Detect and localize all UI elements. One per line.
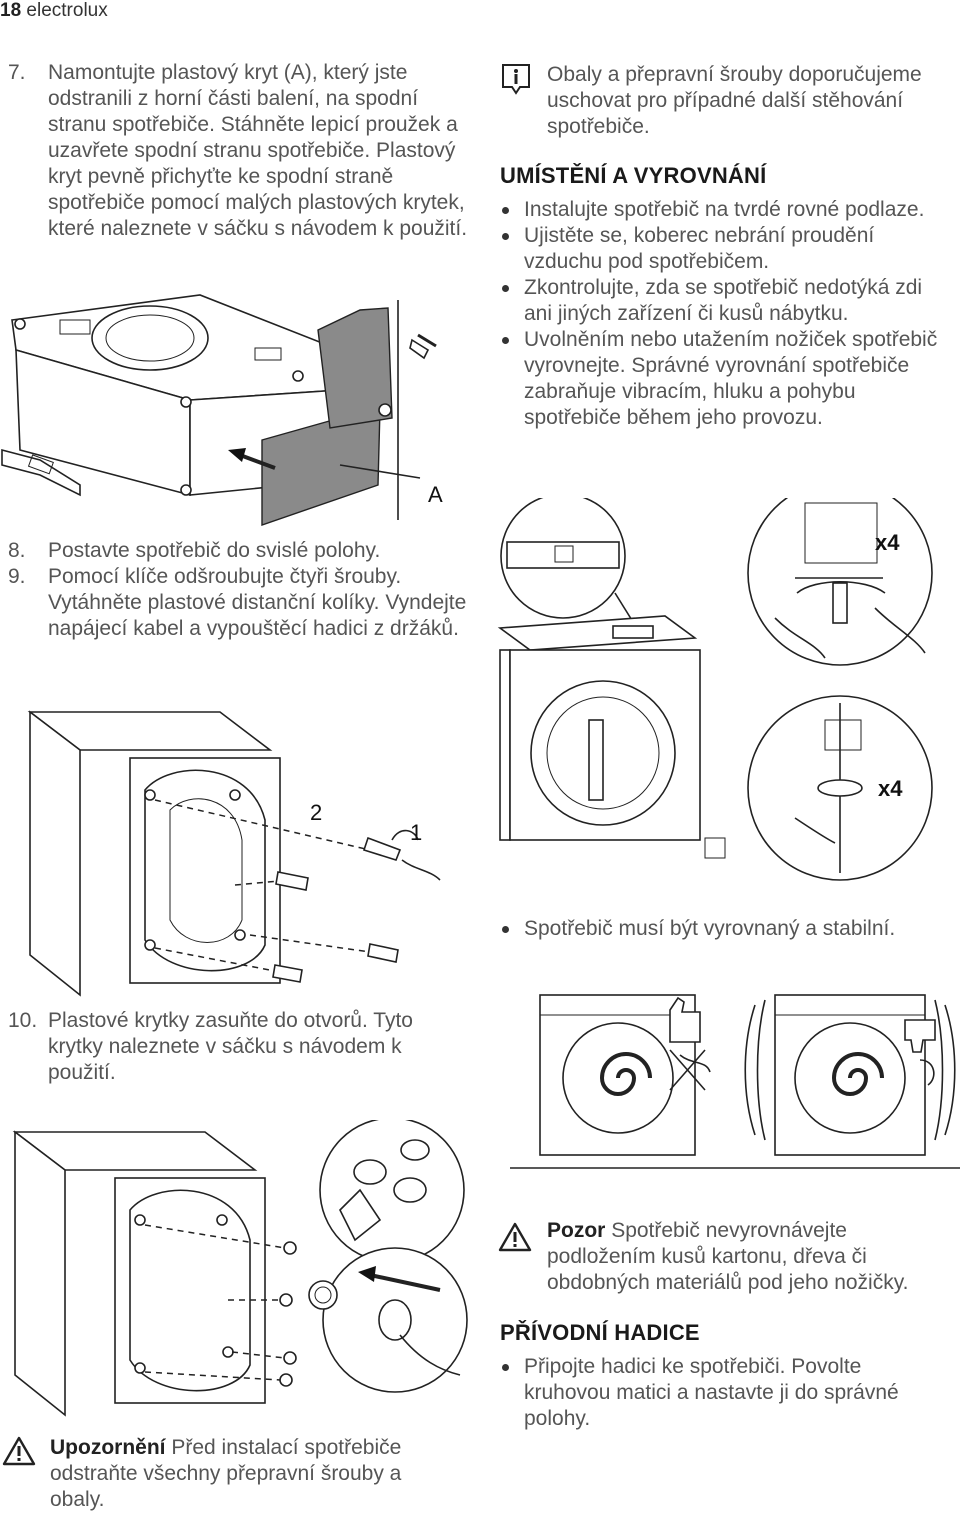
caution-note: Pozor Spotřebič nevyrovnávejte podložení… xyxy=(547,1218,957,1296)
step-7: 7. Namontujte plastový kryt (A), který j… xyxy=(0,60,470,242)
list-item: Instalujte spotřebič na tvrdé rovné podl… xyxy=(498,197,953,223)
step-10: 10. Plastové krytky zasuňte do otvorů. T… xyxy=(0,1008,470,1086)
caution-label: Pozor xyxy=(547,1219,606,1242)
step-9: 9. Pomocí klíče odšroubujte čtyři šrouby… xyxy=(0,564,470,642)
plastic-cover-illustration: A xyxy=(1,294,443,526)
step-10-text: Plastové krytky zasuňte do otvorů. Tyto … xyxy=(48,1009,413,1084)
info-icon xyxy=(502,64,530,95)
step-9-number: 9. xyxy=(8,565,26,588)
warning-note: Upozornění Před instalací spotřebiče ods… xyxy=(50,1435,460,1513)
step-7-text: Namontujte plastový kryt (A), který jste… xyxy=(48,61,468,240)
placement-bullets: Instalujte spotřebič na tvrdé rovné podl… xyxy=(498,197,953,431)
step-8: 8. Postavte spotřebič do svislé polohy. xyxy=(0,538,470,564)
step-7-number: 7. xyxy=(8,61,26,84)
warning-label: Upozornění xyxy=(50,1436,166,1459)
step-9-text: Pomocí klíče odšroubujte čtyři šrouby. V… xyxy=(48,565,467,640)
figure-label-1: 1 xyxy=(410,820,422,845)
page-number: 18 xyxy=(0,0,22,21)
page-header: 18 electrolux xyxy=(0,0,108,22)
warning-icon xyxy=(2,1436,36,1466)
inlet-hose-bullets: Připojte hadici ke spotřebiči. Povolte k… xyxy=(498,1354,953,1432)
brand-name: electrolux xyxy=(26,0,108,21)
transport-bolts-illustration: 2 1 xyxy=(27,710,441,997)
warning-icon xyxy=(498,1222,532,1252)
step-8-number: 8. xyxy=(8,539,26,562)
warning-text: Před instalací spotřebiče odstraňte všec… xyxy=(50,1436,402,1511)
list-item: Zkontrolujte, zda se spotřebič nedotýká … xyxy=(498,275,953,327)
foot-count-label-bottom: x4 xyxy=(878,776,903,801)
caution-text: Spotřebič nevyrovnávejte podložením kusů… xyxy=(547,1219,909,1294)
cover-label-a: A xyxy=(428,482,443,507)
stable-bullet-list: Spotřebič musí být vyrovnaný a stabilní. xyxy=(498,916,953,942)
list-item: Spotřebič musí být vyrovnaný a stabilní. xyxy=(498,916,953,942)
vibration-comparison-illustration xyxy=(510,994,960,1169)
step-8-text: Postavte spotřebič do svislé polohy. xyxy=(48,539,381,562)
info-note-text: Obaly a přepravní šrouby doporučujeme us… xyxy=(547,63,922,138)
placement-heading: UMÍSTĚNÍ A VYROVNÁNÍ xyxy=(500,163,767,188)
list-item: Připojte hadici ke spotřebiči. Povolte k… xyxy=(498,1354,953,1432)
step-10-number: 10. xyxy=(8,1009,38,1032)
plastic-caps-illustration xyxy=(12,1120,468,1417)
leveling-illustration: x4 x4 xyxy=(497,498,933,881)
figure-label-2: 2 xyxy=(310,800,322,825)
list-item: Ujistěte se, koberec nebrání proudění vz… xyxy=(498,223,953,275)
list-item: Uvolněním nebo utažením nožiček spotřebi… xyxy=(498,327,953,431)
foot-count-label-top: x4 xyxy=(875,530,900,555)
inlet-hose-heading: PŘÍVODNÍ HADICE xyxy=(500,1320,700,1345)
